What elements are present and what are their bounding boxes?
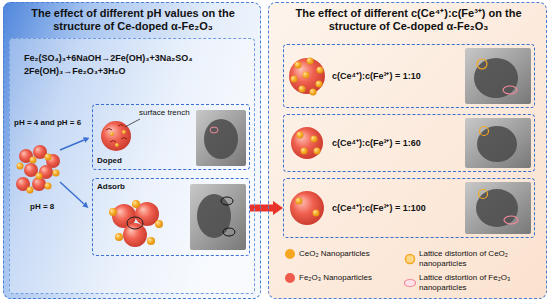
legend-swatch xyxy=(285,249,295,259)
process-arrow xyxy=(60,182,84,204)
ceo2-particle xyxy=(122,130,126,134)
inner-background xyxy=(9,38,255,294)
distortion-mark xyxy=(503,86,517,94)
legend-text: CeO₂ Nanoparticles xyxy=(299,249,399,259)
ceo2-particle xyxy=(316,81,323,88)
ceo2-particle xyxy=(297,132,304,139)
ceo2-particle xyxy=(36,173,43,180)
tem-image xyxy=(465,118,531,168)
panel-background xyxy=(268,2,547,299)
legend-swatch xyxy=(284,272,296,284)
ceo2-particle xyxy=(27,187,34,194)
process-arrow xyxy=(250,205,273,212)
legend-text: Lattice distortion of CeO₂ nanoparticles xyxy=(419,249,531,268)
ceo2-particle xyxy=(303,72,310,79)
particle-cluster xyxy=(16,145,60,194)
tem-particle xyxy=(477,126,517,162)
ceo2-particle xyxy=(132,200,140,208)
distortion-mark xyxy=(479,190,488,199)
ceo2-particle xyxy=(299,86,306,93)
ceo2-particle xyxy=(307,58,314,65)
ceo2-particle xyxy=(115,143,119,147)
ceo2-particle xyxy=(109,208,117,216)
ceo2-particle xyxy=(155,220,163,228)
ceo2-particle xyxy=(147,237,155,245)
adsorb-box: Adsorb xyxy=(92,178,250,256)
ratio-label: c(Ce⁴⁺):c(Fe³⁺) = 1:100 xyxy=(332,203,426,214)
tem-image xyxy=(465,48,531,104)
fe2o3-sphere xyxy=(290,191,324,225)
ceo2-particle xyxy=(291,76,298,83)
process-label: Adsorb xyxy=(97,182,125,192)
fe2o3-sphere xyxy=(289,58,325,94)
callout-label: surface trench xyxy=(139,108,190,118)
fe2o3-particle xyxy=(123,223,147,247)
panel: The effect of different pH values on the… xyxy=(3,2,261,299)
panel-background xyxy=(3,2,261,299)
process-label: Doped xyxy=(97,156,122,166)
reaction-equation: Fe₂(SO₄)₃+6NaOH→2Fe(OH)₃+3Na₂SO₄ xyxy=(24,53,192,64)
ceo2-particle xyxy=(311,136,318,143)
tem-image xyxy=(196,110,246,166)
tem-image xyxy=(190,184,246,250)
ceo2-particle xyxy=(295,62,302,69)
doped-box: surface trenchDoped xyxy=(92,104,250,170)
ceo2-particle xyxy=(115,233,123,241)
legend-swatch xyxy=(285,273,295,283)
panel-title: The effect of different pH values on the… xyxy=(8,7,258,33)
ceo2-particle xyxy=(317,67,324,74)
ratio-label: c(Ce⁴⁺):c(Fe³⁺) = 1:10 xyxy=(332,71,421,82)
distortion-mark xyxy=(210,127,218,133)
ceo2-particle xyxy=(313,210,320,217)
surface-trench xyxy=(106,125,127,143)
tem-particle xyxy=(474,58,518,98)
ratio-box: c(Ce⁴⁺):c(Fe³⁺) = 1:60 xyxy=(283,114,535,172)
process-arrow xyxy=(60,140,84,150)
tem-particle xyxy=(204,119,238,159)
distortion-mark xyxy=(480,127,489,136)
legend-swatch xyxy=(404,277,416,289)
tem-particle xyxy=(197,194,231,238)
legend-text: Fe₂O₃ Nanoparticles xyxy=(299,273,399,283)
ceo2-particle xyxy=(110,132,114,136)
distortion-mark xyxy=(504,216,518,224)
legend-swatch xyxy=(284,248,296,260)
junction-mark xyxy=(127,217,143,229)
ratio-box: c(Ce⁴⁺):c(Fe³⁺) = 1:100 xyxy=(283,178,535,238)
ceo2-particle xyxy=(296,198,303,205)
fe2o3-sphere xyxy=(291,127,323,159)
tem-image xyxy=(465,182,531,234)
ratio-label: c(Ce⁴⁺):c(Fe³⁺) = 1:60 xyxy=(332,138,421,149)
legend-shape xyxy=(406,254,415,263)
ceo2-particle xyxy=(310,89,317,96)
doped-sphere xyxy=(101,121,131,151)
ceo2-particle xyxy=(45,183,52,190)
condition-label: pH = 8 xyxy=(30,202,54,212)
panel-title: The effect of different c(Ce⁴⁺):c(Fe³⁺) … xyxy=(273,7,544,33)
reaction-box: Fe₂(SO₄)₃+6NaOH→2Fe(OH)₃+3Na₂SO₄ 2Fe(OH)₃… xyxy=(9,38,255,294)
ceo2-particle xyxy=(30,157,37,164)
leader-line xyxy=(125,119,140,127)
reaction-equation: 2Fe(OH)₃→Fe₂O₃+3H₂O xyxy=(24,66,126,77)
ratio-box: c(Ce⁴⁺):c(Fe³⁺) = 1:10 xyxy=(283,44,535,108)
junction-mark xyxy=(223,228,235,236)
legend-shape xyxy=(405,279,416,286)
condition-label: pH = 4 and pH = 6 xyxy=(14,118,81,128)
ceo2-particle xyxy=(17,163,24,170)
ceo2-particle xyxy=(301,148,308,155)
ceo2-particle xyxy=(53,170,60,177)
ceo2-particle xyxy=(314,148,321,155)
ceo2-particle xyxy=(45,154,52,161)
distortion-mark xyxy=(477,59,487,69)
legend-text: Lattice distortion of Fe₂O₃ nanoparticle… xyxy=(419,273,531,292)
legend-swatch xyxy=(404,253,416,265)
tem-particle xyxy=(476,189,518,227)
junction-mark xyxy=(221,197,233,205)
